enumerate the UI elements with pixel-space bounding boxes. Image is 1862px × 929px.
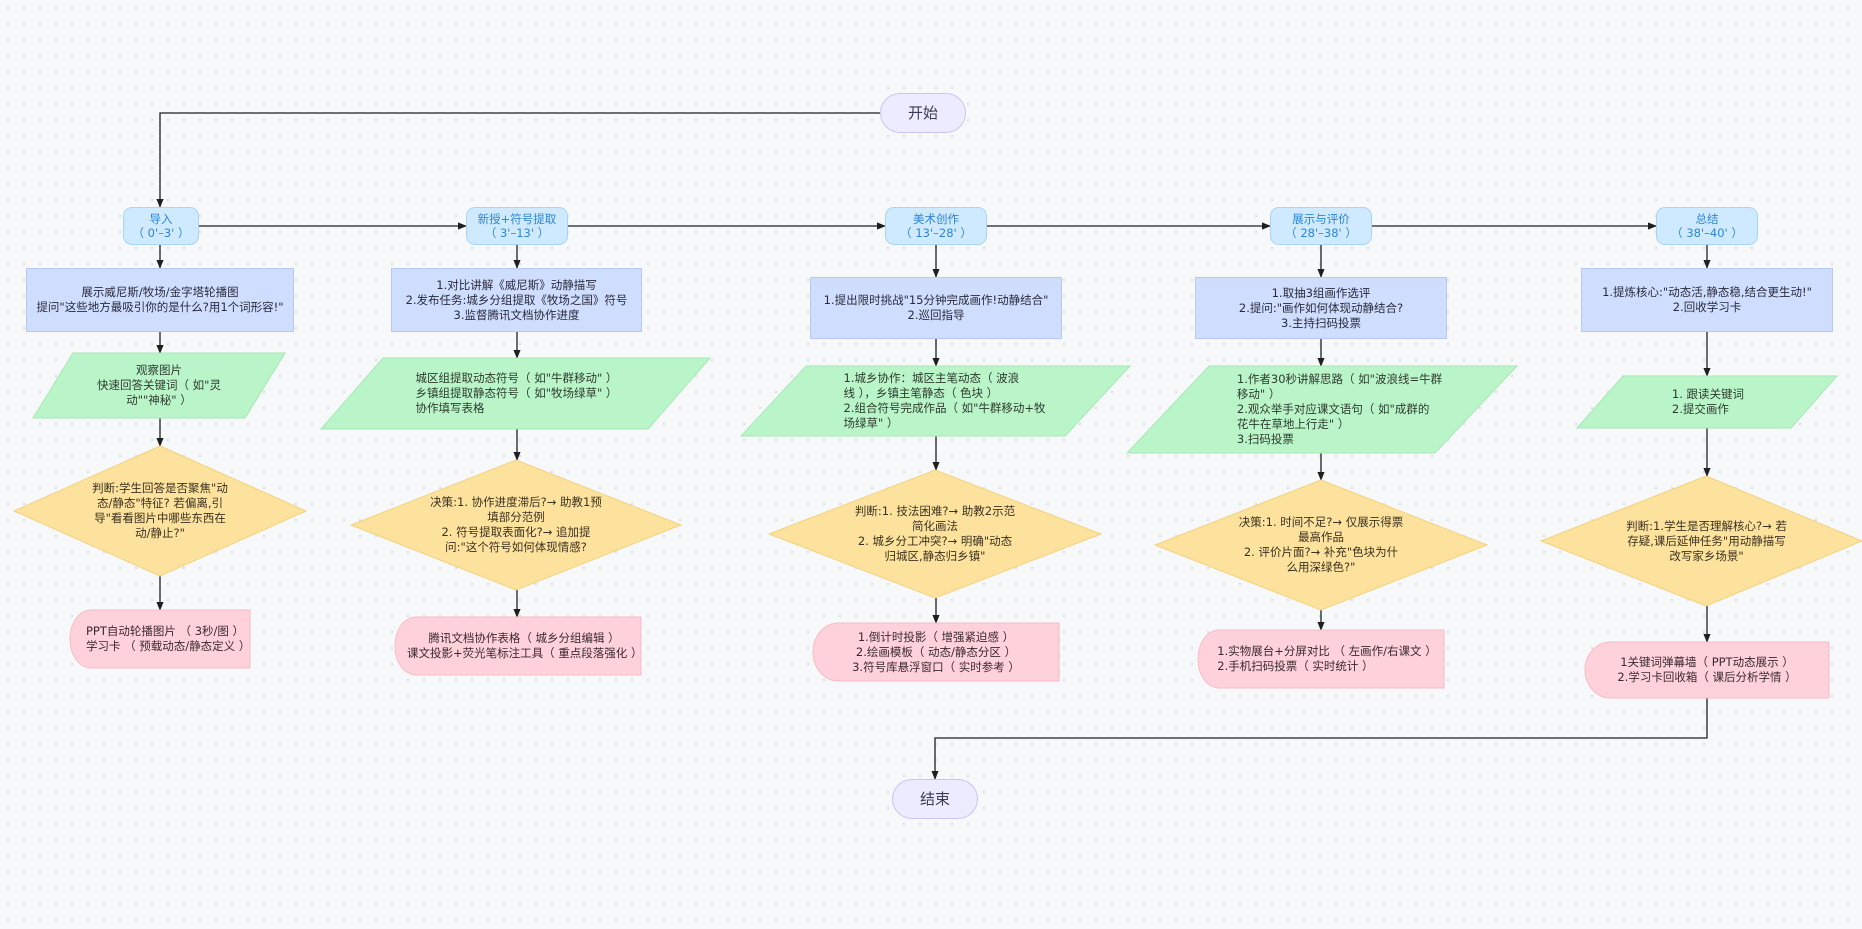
resource-doc-art[interactable]: 1.倒计时投影（ 增强紧迫感 ） 2.绘画模板（ 动态/静态分区 ） 3.符号库… [812, 622, 1060, 682]
stage-time: （ 38'–40' ） [1671, 226, 1743, 240]
activity-text: 1.城乡协作：城区主笔动态（ 波浪 线 ），乡镇主笔静态（ 色块 ） 2.组合符… [843, 371, 1046, 430]
stage-time: （ 28'–38' ） [1285, 226, 1357, 240]
document-shape [812, 622, 1060, 682]
process-box-intro[interactable]: 展示威尼斯/牧场/金字塔轮播图 提问"这些地方最吸引你的是什么?用1个词形容!" [26, 268, 294, 332]
process-box-teaching[interactable]: 1.对比讲解《威尼斯》动静描写 2.发布任务:城乡分组提取《牧场之国》符号 3.… [391, 268, 642, 332]
stage-header-teaching[interactable]: 新授+符号提取（ 3'–13' ） [466, 207, 568, 245]
student-activity-teaching[interactable]: 城区组提取动态符号（ 如"牛群移动" ） 乡镇组提取静态符号（ 如"牧场绿草" … [319, 357, 712, 430]
diamond-shape [349, 459, 683, 591]
parallelogram-shape [319, 357, 712, 430]
stage-header-evaluation[interactable]: 展示与评价（ 28'–38' ） [1270, 207, 1372, 245]
student-activity-intro[interactable]: 观察图片 快速回答关键词（ 如"灵 动""神秘" ） [32, 352, 286, 419]
resource-doc-summary[interactable]: 1关键词弹幕墙（ PPT动态展示 ） 2.学习卡回收箱（ 课后分析学情 ） [1584, 641, 1830, 699]
document-shape [1584, 641, 1830, 699]
edge-summary-to-end [931, 698, 1708, 780]
decision-text: 判断:1. 技法困难?→ 助教2示范 简化画法 2. 城乡分工冲突?→ 明确"动… [854, 504, 1016, 563]
parallelogram-shape [739, 365, 1132, 437]
stage-name: 总结 [1695, 212, 1719, 226]
document-shape [1197, 629, 1445, 689]
stage-name: 美术创作 [913, 212, 959, 226]
resource-text: 1.倒计时投影（ 增强紧迫感 ） 2.绘画模板（ 动态/静态分区 ） 3.符号库… [852, 629, 1020, 674]
process-box-evaluation[interactable]: 1.取抽3组画作选评 2.提问:"画作如何体现动静结合? 3.主持扫码投票 [1195, 277, 1447, 339]
stage-name: 展示与评价 [1292, 212, 1350, 226]
stage-time: （ 13'–28' ） [900, 226, 972, 240]
stage-time: （ 3'–13' ） [484, 226, 550, 240]
decision-diamond-evaluation[interactable]: 决策:1. 时间不足?→ 仅展示得票 最高作品 2. 评价片面?→ 补充"色块为… [1153, 479, 1489, 611]
process-text: 展示威尼斯/牧场/金字塔轮播图 提问"这些地方最吸引你的是什么?用1个词形容!" [36, 285, 284, 314]
parallelogram-shape [32, 352, 286, 419]
process-text: 1.取抽3组画作选评 2.提问:"画作如何体现动静结合? 3.主持扫码投票 [1238, 285, 1404, 330]
stage-name: 导入 [149, 212, 173, 226]
student-activity-art[interactable]: 1.城乡协作：城区主笔动态（ 波浪 线 ），乡镇主笔静态（ 色块 ） 2.组合符… [739, 365, 1132, 437]
stage-header-art[interactable]: 美术创作（ 13'–28' ） [885, 207, 987, 245]
activity-text: 观察图片 快速回答关键词（ 如"灵 动""神秘" ） [97, 363, 221, 407]
student-activity-summary[interactable]: 1. 跟读关键词 2.提交画作 [1575, 375, 1839, 429]
document-shape [394, 616, 642, 676]
resource-text: PPT自动轮播图片 （ 3秒/图 ） 学习卡 （ 预载动态/静态定义 ） [86, 624, 251, 653]
resource-text: 1关键词弹幕墙（ PPT动态展示 ） 2.学习卡回收箱（ 课后分析学情 ） [1617, 655, 1797, 684]
document-shape [69, 609, 251, 669]
end-terminal[interactable]: 结束 [892, 779, 978, 819]
end-label: 结束 [919, 789, 950, 808]
process-text: 1.提炼核心:"动态活,静态稳,结合更生动!" 2.回收学习卡 [1602, 285, 1812, 314]
diamond-shape [767, 469, 1103, 599]
resource-text: 1.实物展台+分屏对比 （ 左画作/右课文 ） 2.手机扫码投票（ 实时统计 ） [1217, 644, 1437, 673]
edge-start-to-intro [156, 112, 880, 208]
diamond-shape [1153, 479, 1489, 611]
activity-text: 1.作者30秒讲解思路（ 如"波浪线=牛群 移动" ） 2.观众举手对应课文语句… [1236, 372, 1443, 446]
resource-doc-teaching[interactable]: 腾讯文档协作表格（ 城乡分组编辑 ） 课文投影+荧光笔标注工具（ 重点段落强化 … [394, 616, 643, 676]
diamond-shape [12, 445, 308, 577]
diamond-shape [1539, 475, 1862, 607]
decision-diamond-art[interactable]: 判断:1. 技法困难?→ 助教2示范 简化画法 2. 城乡分工冲突?→ 明确"动… [767, 469, 1103, 599]
decision-text: 决策:1. 协作进度滞后?→ 助教1预 填部分范例 2. 符号提取表面化?→ 追… [430, 495, 602, 554]
process-text: 1.对比讲解《威尼斯》动静描写 2.发布任务:城乡分组提取《牧场之国》符号 3.… [405, 277, 628, 322]
stage-time: （ 0'–3' ） [132, 226, 190, 240]
student-activity-evaluation[interactable]: 1.作者30秒讲解思路（ 如"波浪线=牛群 移动" ） 2.观众举手对应课文语句… [1125, 365, 1519, 454]
decision-text: 判断:1.学生是否理解核心?→ 若 存疑,课后延伸任务"用动静描写 改写家乡场景… [1626, 518, 1787, 563]
decision-text: 判断:学生回答是否聚焦"动 态/静态"特征? 若偏离,引 导"看看图片中哪些东西… [92, 481, 228, 540]
process-text: 1.提出限时挑战"15分钟完成画作!动静结合" 2.巡回指导 [823, 293, 1049, 322]
start-terminal[interactable]: 开始 [880, 93, 966, 133]
resource-doc-intro[interactable]: PPT自动轮播图片 （ 3秒/图 ） 学习卡 （ 预载动态/静态定义 ） [69, 609, 251, 669]
parallelogram-shape [1125, 365, 1519, 454]
process-box-art[interactable]: 1.提出限时挑战"15分钟完成画作!动静结合" 2.巡回指导 [810, 277, 1062, 339]
stage-header-intro[interactable]: 导入（ 0'–3' ） [123, 207, 199, 245]
process-box-summary[interactable]: 1.提炼核心:"动态活,静态稳,结合更生动!" 2.回收学习卡 [1581, 268, 1833, 332]
activity-text: 1. 跟读关键词 2.提交画作 [1671, 387, 1745, 416]
decision-diamond-summary[interactable]: 判断:1.学生是否理解核心?→ 若 存疑,课后延伸任务"用动静描写 改写家乡场景… [1539, 475, 1862, 607]
decision-diamond-intro[interactable]: 判断:学生回答是否聚焦"动 态/静态"特征? 若偏离,引 导"看看图片中哪些东西… [12, 445, 308, 577]
resource-doc-evaluation[interactable]: 1.实物展台+分屏对比 （ 左画作/右课文 ） 2.手机扫码投票（ 实时统计 ） [1197, 629, 1445, 689]
parallelogram-shape [1575, 375, 1839, 429]
start-label: 开始 [907, 103, 938, 122]
activity-text: 城区组提取动态符号（ 如"牛群移动" ） 乡镇组提取静态符号（ 如"牧场绿草" … [415, 371, 618, 415]
decision-diamond-teaching[interactable]: 决策:1. 协作进度滞后?→ 助教1预 填部分范例 2. 符号提取表面化?→ 追… [349, 459, 683, 591]
decision-text: 决策:1. 时间不足?→ 仅展示得票 最高作品 2. 评价片面?→ 补充"色块为… [1238, 515, 1404, 574]
resource-text: 腾讯文档协作表格（ 城乡分组编辑 ） 课文投影+荧光笔标注工具（ 重点段落强化 … [407, 631, 643, 660]
stage-name: 新授+符号提取 [477, 212, 557, 226]
stage-header-summary[interactable]: 总结（ 38'–40' ） [1656, 207, 1758, 245]
